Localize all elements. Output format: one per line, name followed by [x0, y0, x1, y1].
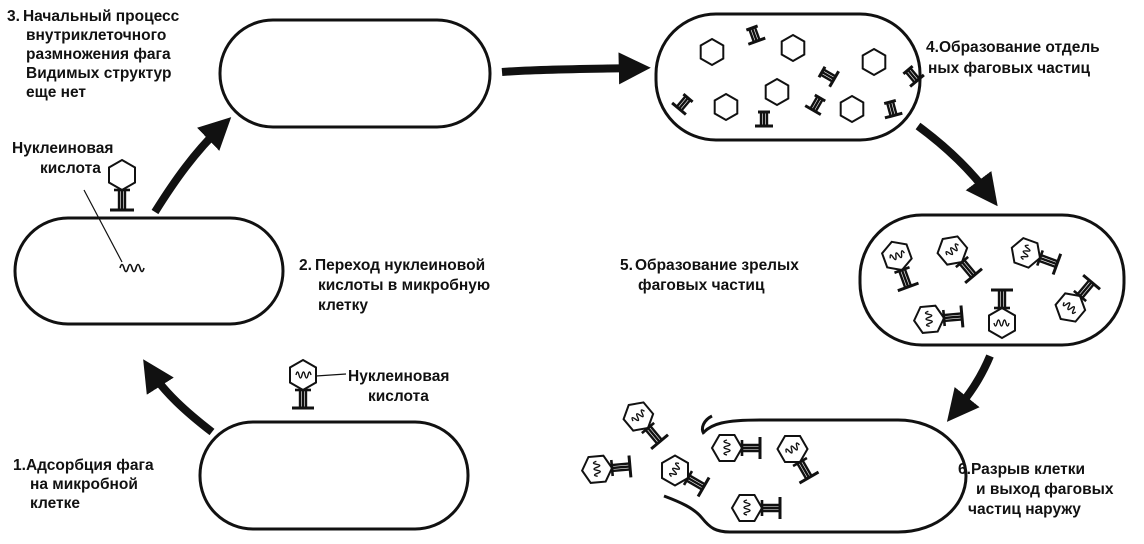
phage-icon — [290, 360, 316, 408]
phage-head-icon — [715, 94, 738, 120]
phage-icon — [732, 495, 780, 521]
phage-head-icon — [782, 35, 805, 61]
cell-wall-fragment-icon — [702, 416, 712, 434]
bacterium-cell-stage-2 — [15, 218, 283, 324]
phage-icon — [619, 397, 670, 450]
nucleic-acid-label-top: Нуклеиновая кислота — [12, 140, 118, 177]
label-leader-line — [316, 374, 346, 376]
bacterium-cell-stage-4 — [656, 14, 920, 140]
phage-head-icon — [701, 39, 724, 65]
phage-icon — [581, 453, 631, 483]
stage-3-label: 3.Начальный процесс внутриклеточного раз… — [7, 8, 184, 101]
bacterium-cell-stage-3 — [220, 20, 490, 127]
phage-icon — [712, 435, 760, 461]
stage-4-label: 4.Образование отдель ных фаговых частиц — [926, 39, 1104, 77]
cycle-arrow-icon — [955, 356, 990, 412]
cycle-arrow-icon — [502, 68, 638, 72]
phage-icon — [656, 452, 711, 499]
stage-5-label: 5.Образование зрелых фаговых частиц — [620, 257, 803, 294]
cycle-arrow-icon — [918, 126, 990, 196]
nucleic-acid-label-bottom: Нуклеиновая кислота — [348, 368, 454, 405]
phage-head-icon — [766, 79, 789, 105]
phage-head-icon — [863, 49, 886, 75]
stage-2-label: 2.Переход нуклеиновой кислоты в микробну… — [299, 257, 494, 314]
stage-6-label: 6.Разрыв клетки и выход фаговых частиц н… — [958, 461, 1118, 518]
phage-head-icon — [841, 96, 864, 122]
bacterium-cell-stage-6-ruptured — [664, 420, 966, 532]
cycle-arrow-icon — [155, 126, 222, 212]
phage-icon — [774, 430, 821, 485]
bacterium-cell-stage-1 — [200, 422, 468, 529]
stage-1-label: 1.Адсорбция фага на микробной клетке — [13, 457, 158, 512]
cycle-arrow-icon — [150, 370, 212, 432]
phage-icon — [109, 160, 135, 210]
